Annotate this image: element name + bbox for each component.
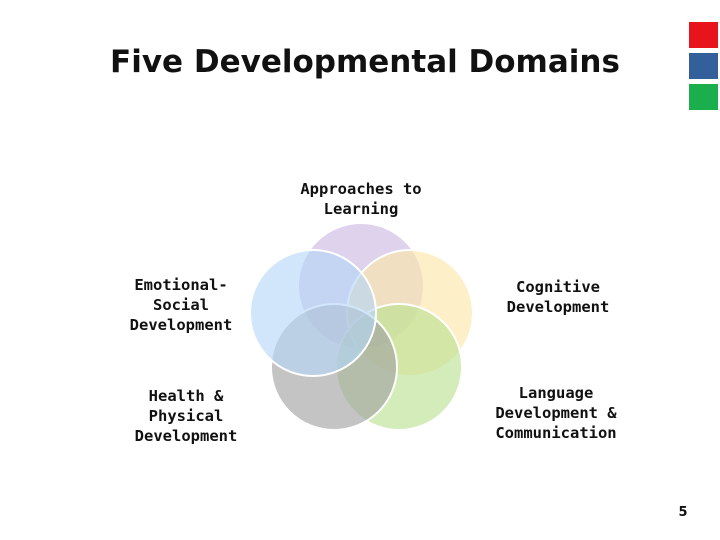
accent-square-green [689, 84, 718, 110]
accent-square-blue [689, 53, 718, 79]
label-language-development: Language Development & Communication [495, 384, 617, 442]
label-emotional-social: Emotional- Social Development [129, 276, 233, 334]
label-cognitive-development: Cognitive Development [506, 278, 610, 316]
label-health-physical: Health & Physical Development [134, 387, 238, 445]
page-number: 5 [678, 505, 688, 520]
accent-square-red [689, 22, 718, 48]
slide-title: Five Developmental Domains [110, 44, 620, 80]
label-approaches-to-learning: Approaches to Learning [300, 180, 422, 218]
circle-emotional-social [249, 249, 377, 377]
